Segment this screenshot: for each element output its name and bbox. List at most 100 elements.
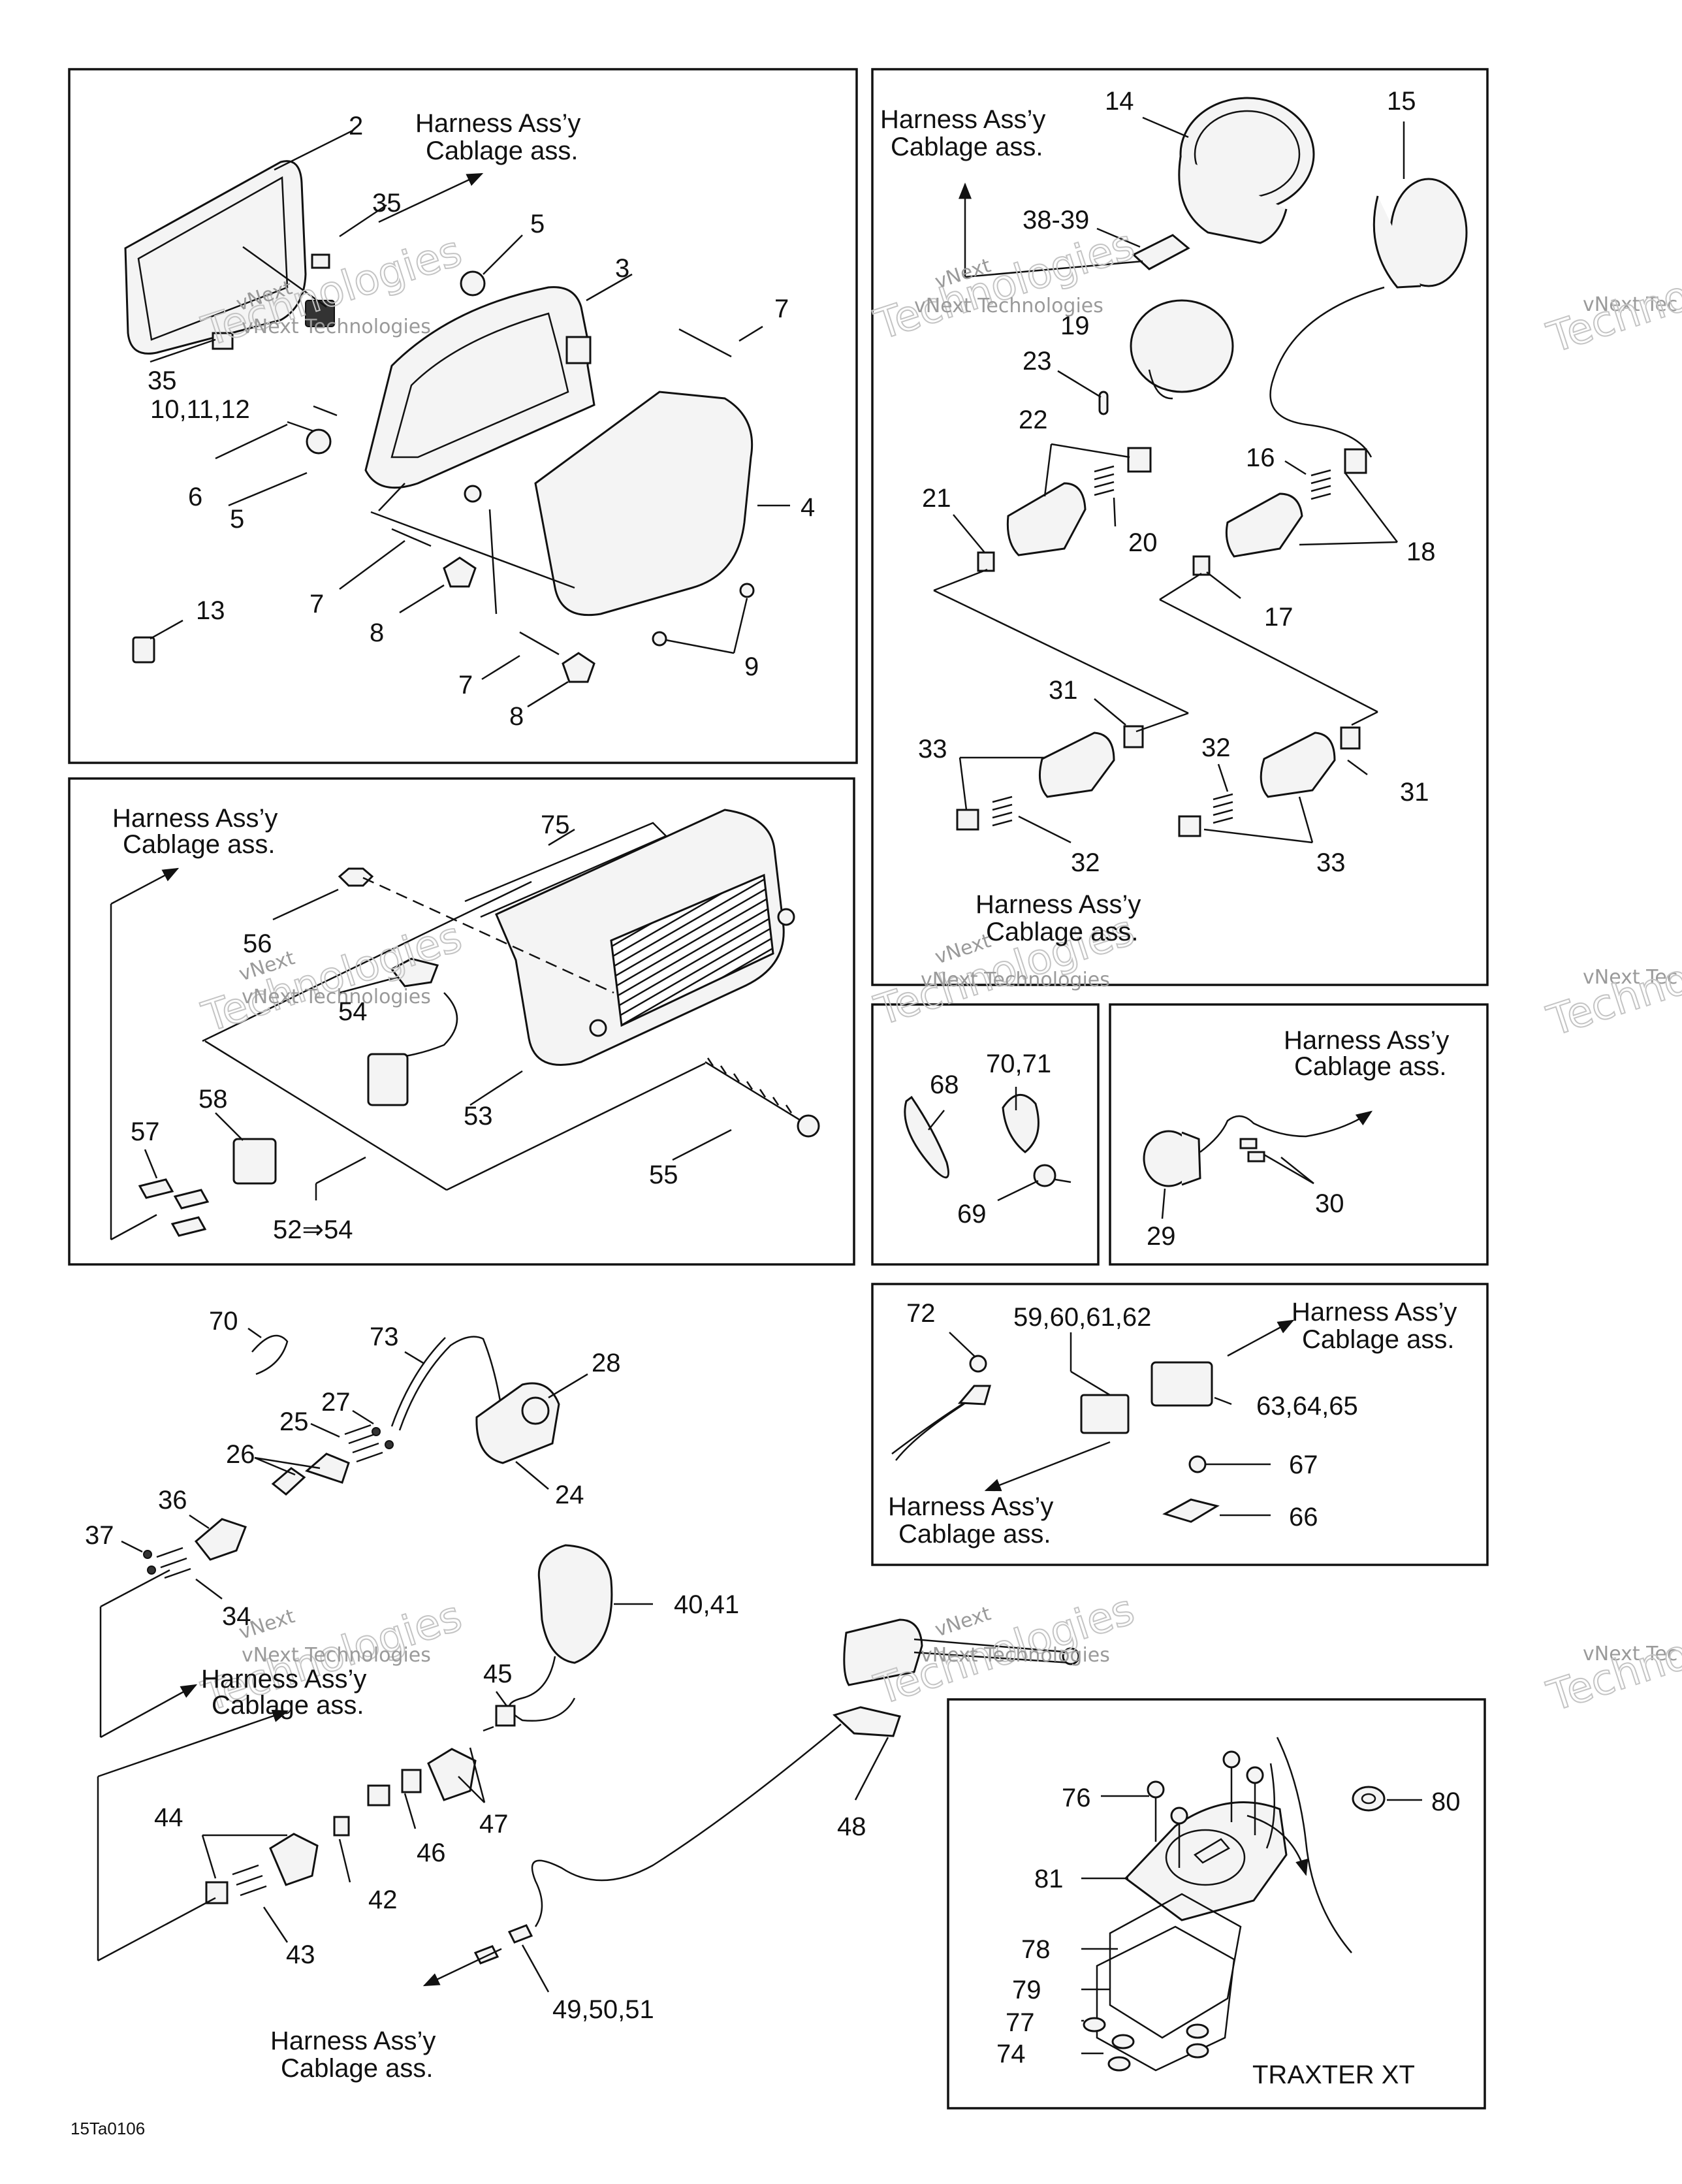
- callout: 78: [1021, 1935, 1051, 1964]
- callout: 74: [996, 2040, 1026, 2068]
- svg-text:Harness Ass’y: Harness Ass’y: [270, 2027, 436, 2055]
- callout: 37: [85, 1521, 114, 1550]
- callout: 59,60,61,62: [1013, 1303, 1151, 1332]
- callout: 79: [1012, 1976, 1041, 2004]
- headlight-assembly: [124, 129, 790, 708]
- callout: 9: [744, 652, 759, 681]
- callout: 75: [541, 811, 570, 839]
- callout: 72: [906, 1299, 936, 1328]
- callout: 7: [309, 590, 324, 618]
- panel-taillight-frame: [68, 777, 855, 1266]
- callout: 23: [1023, 347, 1052, 376]
- callout: 32: [1071, 848, 1100, 877]
- harness-caption-line2: Cablage ass.: [426, 136, 578, 165]
- panel-ties-frame: [871, 1003, 1100, 1266]
- callout: 20: [1128, 528, 1158, 557]
- svg-text:Cablage ass.: Cablage ass.: [986, 918, 1138, 946]
- callout: 52⇒54: [273, 1215, 353, 1244]
- callout: 27: [321, 1388, 351, 1417]
- traxter-assembly: [1081, 1737, 1422, 2072]
- callout: 70: [209, 1307, 238, 1336]
- callout: 49,50,51: [552, 1995, 654, 2024]
- callout: 26: [226, 1440, 255, 1469]
- callout: 3: [615, 254, 629, 283]
- svg-text:Harness Ass’y: Harness Ass’y: [201, 1665, 366, 1694]
- callouts-gauges: 14 15 38-39 19 23 22 16 21 20 18 17 31 3…: [918, 87, 1436, 877]
- svg-text:Harness Ass’y: Harness Ass’y: [1284, 1026, 1449, 1055]
- svg-text:Cablage ass.: Cablage ass.: [123, 830, 275, 859]
- callout: 73: [370, 1323, 399, 1351]
- ground-assembly: [891, 1319, 1295, 1523]
- svg-text:vNext Tec: vNext Tec: [1583, 1643, 1677, 1665]
- callout: 18: [1406, 538, 1436, 566]
- gauges-assembly: [933, 97, 1468, 844]
- callout: 24: [555, 1481, 584, 1509]
- callout: 22: [1019, 406, 1048, 434]
- callout: 14: [1105, 87, 1134, 116]
- controls-assembly: [97, 1327, 1080, 1993]
- svg-text:Techno: Techno: [1542, 272, 1682, 363]
- svg-text:Cablage ass.: Cablage ass.: [1294, 1052, 1446, 1081]
- callout: 33: [918, 735, 947, 763]
- callout: 17: [1264, 603, 1293, 632]
- svg-text:vNext Technologies: vNext Technologies: [242, 1644, 431, 1667]
- callout: 29: [1147, 1222, 1176, 1251]
- callout: 42: [368, 1886, 398, 1914]
- figure-code: 15Ta0106: [71, 2119, 145, 2138]
- callout: 25: [279, 1407, 309, 1436]
- callout: 68: [930, 1070, 959, 1099]
- callout: 81: [1034, 1865, 1064, 1893]
- harness-caption-line1: Harness Ass’y: [415, 109, 580, 138]
- harness-captions: Harness Ass’y Cablage ass. Harness Ass’y…: [112, 105, 1457, 2083]
- watermark-text: vNext Technologies: [242, 315, 431, 338]
- panel-headlight-frame: [68, 68, 858, 764]
- callout: 31: [1400, 778, 1429, 807]
- callout: 69: [957, 1200, 987, 1228]
- svg-text:Cablage ass.: Cablage ass.: [1302, 1325, 1454, 1354]
- callout: 16: [1246, 443, 1275, 472]
- callout: 6: [188, 483, 202, 511]
- callout: 8: [370, 618, 384, 647]
- panel-traxter-frame: [947, 1698, 1486, 2110]
- callout: 76: [1062, 1784, 1091, 1812]
- callout: 56: [243, 929, 272, 958]
- callout: 28: [592, 1349, 621, 1377]
- svg-text:vNext Tec: vNext Tec: [1583, 293, 1677, 316]
- svg-text:Technologies: Technologies: [869, 221, 1140, 350]
- callouts-taillight: 75 56 54 53 58 57 55 52⇒54: [131, 811, 678, 1244]
- callouts-ground: 72 59,60,61,62 63,64,65 67 66: [906, 1299, 1358, 1532]
- ties-assembly: [904, 1087, 1071, 1202]
- indicator-assembly: [1143, 1110, 1373, 1219]
- callout: 40,41: [674, 1590, 739, 1619]
- panel-gauges-frame: [871, 68, 1489, 986]
- callout: 77: [1006, 2008, 1035, 2037]
- svg-text:Cablage ass.: Cablage ass.: [891, 133, 1043, 161]
- callout: 38-39: [1023, 206, 1089, 234]
- callout: 54: [338, 997, 368, 1026]
- callout: 48: [837, 1812, 866, 1841]
- callouts-controls: 70 73 28 27 25 26 24 36 37 34 40,41 45 4…: [85, 1307, 866, 2024]
- callouts-indicator: 29 30: [1147, 1189, 1344, 1251]
- svg-text:Cablage ass.: Cablage ass.: [212, 1691, 364, 1720]
- callout: 8: [509, 702, 524, 731]
- callout: 43: [286, 1940, 315, 1969]
- panel-ground-frame: [871, 1283, 1489, 1566]
- svg-text:vNext Tec: vNext Tec: [1583, 966, 1677, 989]
- callout: 15: [1387, 87, 1416, 116]
- svg-text:vNext Technologies: vNext Technologies: [242, 986, 431, 1008]
- callout: 53: [464, 1102, 493, 1131]
- callout: 19: [1060, 312, 1090, 340]
- callout: 57: [131, 1117, 160, 1146]
- svg-text:vNext Technologies: vNext Technologies: [914, 295, 1103, 317]
- callouts-headlight: 2 35 5 3 7 35 10,11,12 6 5 4 7 13 8 7 8 …: [148, 112, 815, 731]
- callout: 5: [230, 505, 244, 534]
- svg-text:Harness Ass’y: Harness Ass’y: [112, 804, 278, 833]
- callout: 31: [1049, 676, 1078, 705]
- callout: 70,71: [986, 1050, 1051, 1078]
- svg-text:vNext Technologies: vNext Technologies: [921, 969, 1110, 991]
- callout: 2: [349, 112, 363, 140]
- svg-text:Cablage ass.: Cablage ass.: [898, 1520, 1051, 1549]
- callout: 35: [148, 366, 177, 395]
- callout: 58: [198, 1085, 228, 1114]
